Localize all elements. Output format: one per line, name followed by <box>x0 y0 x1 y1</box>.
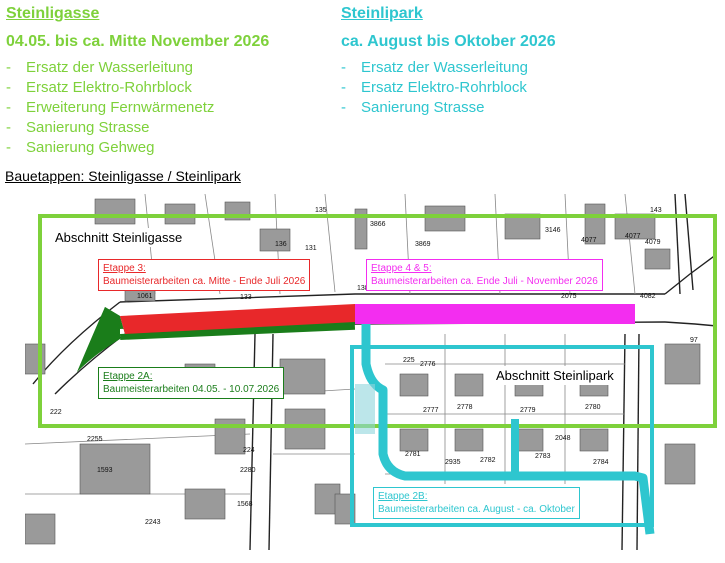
buildings <box>25 198 701 545</box>
steinligasse-work-list: -Ersatz der Wasserleitung -Ersatz Elektr… <box>6 58 326 158</box>
parcel-number: 2935 <box>445 459 461 466</box>
parcel-number: 2255 <box>87 436 103 443</box>
etappe45-label: Etappe 4 & 5: Baumeisterarbeiten ca. End… <box>366 259 603 291</box>
steinlipark-dates: ca. August bis Oktober 2026 <box>341 33 556 50</box>
parcel-number: 225 <box>403 357 415 364</box>
map-heading: Bauetappen: Steinligasse / Steinlipark <box>5 168 241 184</box>
etappe2b-area <box>355 384 375 434</box>
list-item: -Sanierung Strasse <box>341 99 485 116</box>
parcel-number: 136 <box>275 241 287 248</box>
parcel-number: 1593 <box>97 467 113 474</box>
steinligasse-section-label: Abschnitt Steinligasse <box>49 228 189 247</box>
parcel-number: 222 <box>50 409 62 416</box>
parcel-number: 2777 <box>423 407 439 414</box>
etappe2a-label: Etappe 2A: Baumeisterarbeiten 04.05. - 1… <box>98 367 285 399</box>
parcel-number: 133 <box>240 294 252 301</box>
steinligasse-section-outline <box>38 214 717 428</box>
parcel-number: 131 <box>305 245 317 252</box>
parcel-number: 2782 <box>480 457 496 464</box>
parcel-number: 97 <box>690 337 698 344</box>
parcel-number: 2280 <box>240 467 256 474</box>
parcel-number: 2781 <box>405 451 421 458</box>
parcel-number: 3146 <box>545 227 561 234</box>
parcel-number: 224 <box>243 447 255 454</box>
etappe45-road <box>355 304 635 324</box>
etappe2b-label: Etappe 2B: Baumeisterarbeiten ca. August… <box>373 487 580 519</box>
etappe2a-title: Etappe 2A: <box>103 371 153 382</box>
parcel-number: 138 <box>357 285 369 292</box>
parcel-number: 4077 <box>581 237 597 244</box>
list-item: -Sanierung Strasse <box>6 119 150 136</box>
etappe3-road <box>120 304 355 334</box>
etappe45-title: Etappe 4 & 5: <box>371 263 432 274</box>
etappe2a-strip <box>120 323 356 340</box>
list-item: -Ersatz Elektro-Rohrblock <box>341 79 527 96</box>
list-item: -Erweiterung Fernwärmenetz <box>6 99 215 116</box>
parcel-number: 2780 <box>585 404 601 411</box>
steinligasse-dates: 04.05. bis ca. Mitte November 2026 <box>6 33 270 50</box>
parcel-number: 3866 <box>370 221 386 228</box>
parcel-number: 3869 <box>415 241 431 248</box>
parcel-number: 4079 <box>645 239 661 246</box>
etappe2a-text: Baumeisterarbeiten 04.05. - 10.07.2026 <box>103 384 280 395</box>
etappe2a-junction <box>77 307 120 372</box>
parcel-number: 143 <box>650 207 662 214</box>
list-item: -Ersatz der Wasserleitung <box>341 59 529 76</box>
steinlipark-work-list: -Ersatz der Wasserleitung -Ersatz Elektr… <box>341 58 711 118</box>
parcel-number: 2783 <box>535 453 551 460</box>
etappe3-label: Etappe 3: Baumeisterarbeiten ca. Mitte -… <box>98 259 311 291</box>
list-item: -Ersatz Elektro-Rohrblock <box>6 79 192 96</box>
parcel-number: 135 <box>315 207 327 214</box>
parcel-number: 2776 <box>420 361 436 368</box>
etappe2b-text: Baumeisterarbeiten ca. August - ca. Okto… <box>378 504 575 515</box>
steinlipark-section-label: Abschnitt Steinlipark <box>490 366 620 385</box>
list-item: -Ersatz der Wasserleitung <box>6 59 194 76</box>
etappe2b-title: Etappe 2B: <box>378 491 428 502</box>
parcel-number: 2784 <box>593 459 609 466</box>
etappe3-title: Etappe 3: <box>103 263 146 274</box>
parcel-numbers: 135 136 131 133 3866 3869 138 3146 4077 … <box>50 207 698 526</box>
parcel-number: 1061 <box>137 293 153 300</box>
parcel-number: 2243 <box>145 519 161 526</box>
parcel-number: 2779 <box>520 407 536 414</box>
etappe3-text: Baumeisterarbeiten ca. Mitte - Ende Juli… <box>103 276 306 287</box>
steinligasse-info: Steinligasse 04.05. bis ca. Mitte Novemb… <box>6 4 326 158</box>
steinlipark-section-outline <box>350 345 654 527</box>
parcel-number: 2778 <box>457 404 473 411</box>
etappe2b-path <box>361 324 655 535</box>
parcel-number: 2048 <box>555 435 571 442</box>
parcel-number: 4077 <box>625 233 641 240</box>
steinlipark-info: Steinlipark ca. August bis Oktober 2026 … <box>341 4 711 118</box>
steinlipark-title: Steinlipark <box>341 5 423 22</box>
steinligasse-title: Steinligasse <box>6 5 100 22</box>
list-item: -Sanierung Gehweg <box>6 139 155 156</box>
etappe45-text: Baumeisterarbeiten ca. Ende Juli - Novem… <box>371 276 598 287</box>
parcel-number: 2075 <box>561 293 577 300</box>
parcel-number: 4082 <box>640 293 656 300</box>
parcel-number: 1568 <box>237 501 253 508</box>
